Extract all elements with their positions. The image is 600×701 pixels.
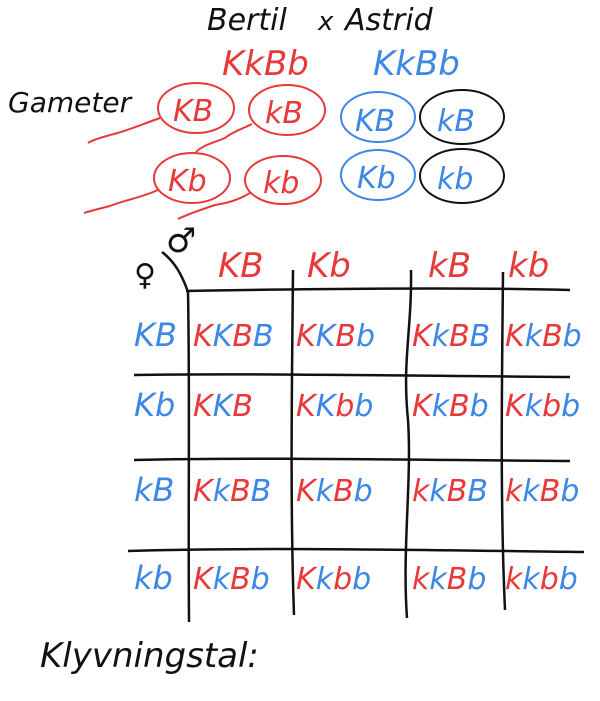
cross-symbol: x [317, 7, 334, 37]
father-gamete-1-label: KB [173, 94, 213, 129]
mother-gamete-4-label: kb [437, 162, 473, 197]
father-genotype: KkBb [222, 44, 309, 84]
corner-divider-line [161, 251, 190, 293]
cell-r4-c3: kkBb [412, 562, 486, 597]
father-gamete-3 [83, 152, 231, 214]
cell-r4-c1: KkBb [193, 562, 270, 597]
grid-hline-2 [133, 373, 571, 379]
mother-gamete-1 [340, 91, 416, 143]
mother-gamete-1-label: KB [355, 104, 395, 139]
col-header-3: kB [428, 246, 471, 286]
mother-gamete-3 [340, 149, 416, 201]
row-header-2: Kb [134, 386, 175, 424]
cell-r2-c2: KKbb [296, 389, 373, 424]
father-gamete-1 [87, 82, 235, 144]
male-symbol: ♂ [166, 221, 196, 261]
cell-r1-c1: KKBB [193, 319, 274, 354]
cell-r2-c1: KKB [193, 389, 253, 424]
grid-vline-2 [290, 269, 296, 616]
father-gamete-2-label: kB [265, 96, 303, 131]
female-symbol: ♀ [134, 258, 156, 293]
cell-r1-c4: KkBb [505, 319, 582, 354]
mother-gamete-4 [419, 148, 505, 204]
cell-r1-c2: KKBb [296, 319, 375, 354]
punnett-grid [127, 269, 585, 623]
father-gamete-4-label: kb [263, 166, 299, 201]
cell-r3-c3: kkBB [412, 474, 488, 509]
father-name: Bertil [207, 3, 287, 38]
mother-genotype: KkBb [373, 44, 460, 84]
father-gamete-4 [177, 155, 322, 220]
cell-r4-c2: Kkbb [296, 562, 371, 597]
grid-hline-4 [127, 547, 585, 554]
father-gamete-3-label: Kb [168, 164, 207, 199]
cell-r2-c4: Kkbb [505, 389, 580, 424]
cell-r3-c1: KkBB [193, 474, 271, 509]
grid-vline-left [186, 291, 191, 623]
row-header-4: kb [134, 559, 173, 597]
col-header-2: Kb [307, 246, 351, 286]
row-header-1: KB [134, 316, 177, 354]
father-gamete-2 [195, 84, 326, 153]
gametes-label: Gameter [8, 86, 133, 119]
col-header-4: kb [508, 246, 549, 286]
grid-hline-top [185, 287, 571, 293]
mother-name: Astrid [343, 3, 434, 38]
cell-r3-c4: kkBb [505, 474, 579, 509]
grid-vline-3 [404, 269, 413, 619]
grid-hline-3 [133, 457, 571, 463]
row-header-3: kB [134, 471, 174, 509]
mother-gamete-2 [419, 89, 505, 145]
segregation-ratio-label: Klyvningstal: [40, 636, 259, 676]
grid-vline-4 [500, 271, 507, 611]
cell-r1-c3: KkBB [412, 319, 490, 354]
mother-gamete-2-label: kB [437, 104, 475, 139]
mother-gamete-3-label: Kb [357, 161, 396, 196]
cell-r4-c4: kkbb [505, 562, 578, 597]
col-header-1: KB [218, 246, 264, 286]
cell-r3-c2: KkBb [296, 474, 373, 509]
cell-r2-c3: KkBb [412, 389, 489, 424]
